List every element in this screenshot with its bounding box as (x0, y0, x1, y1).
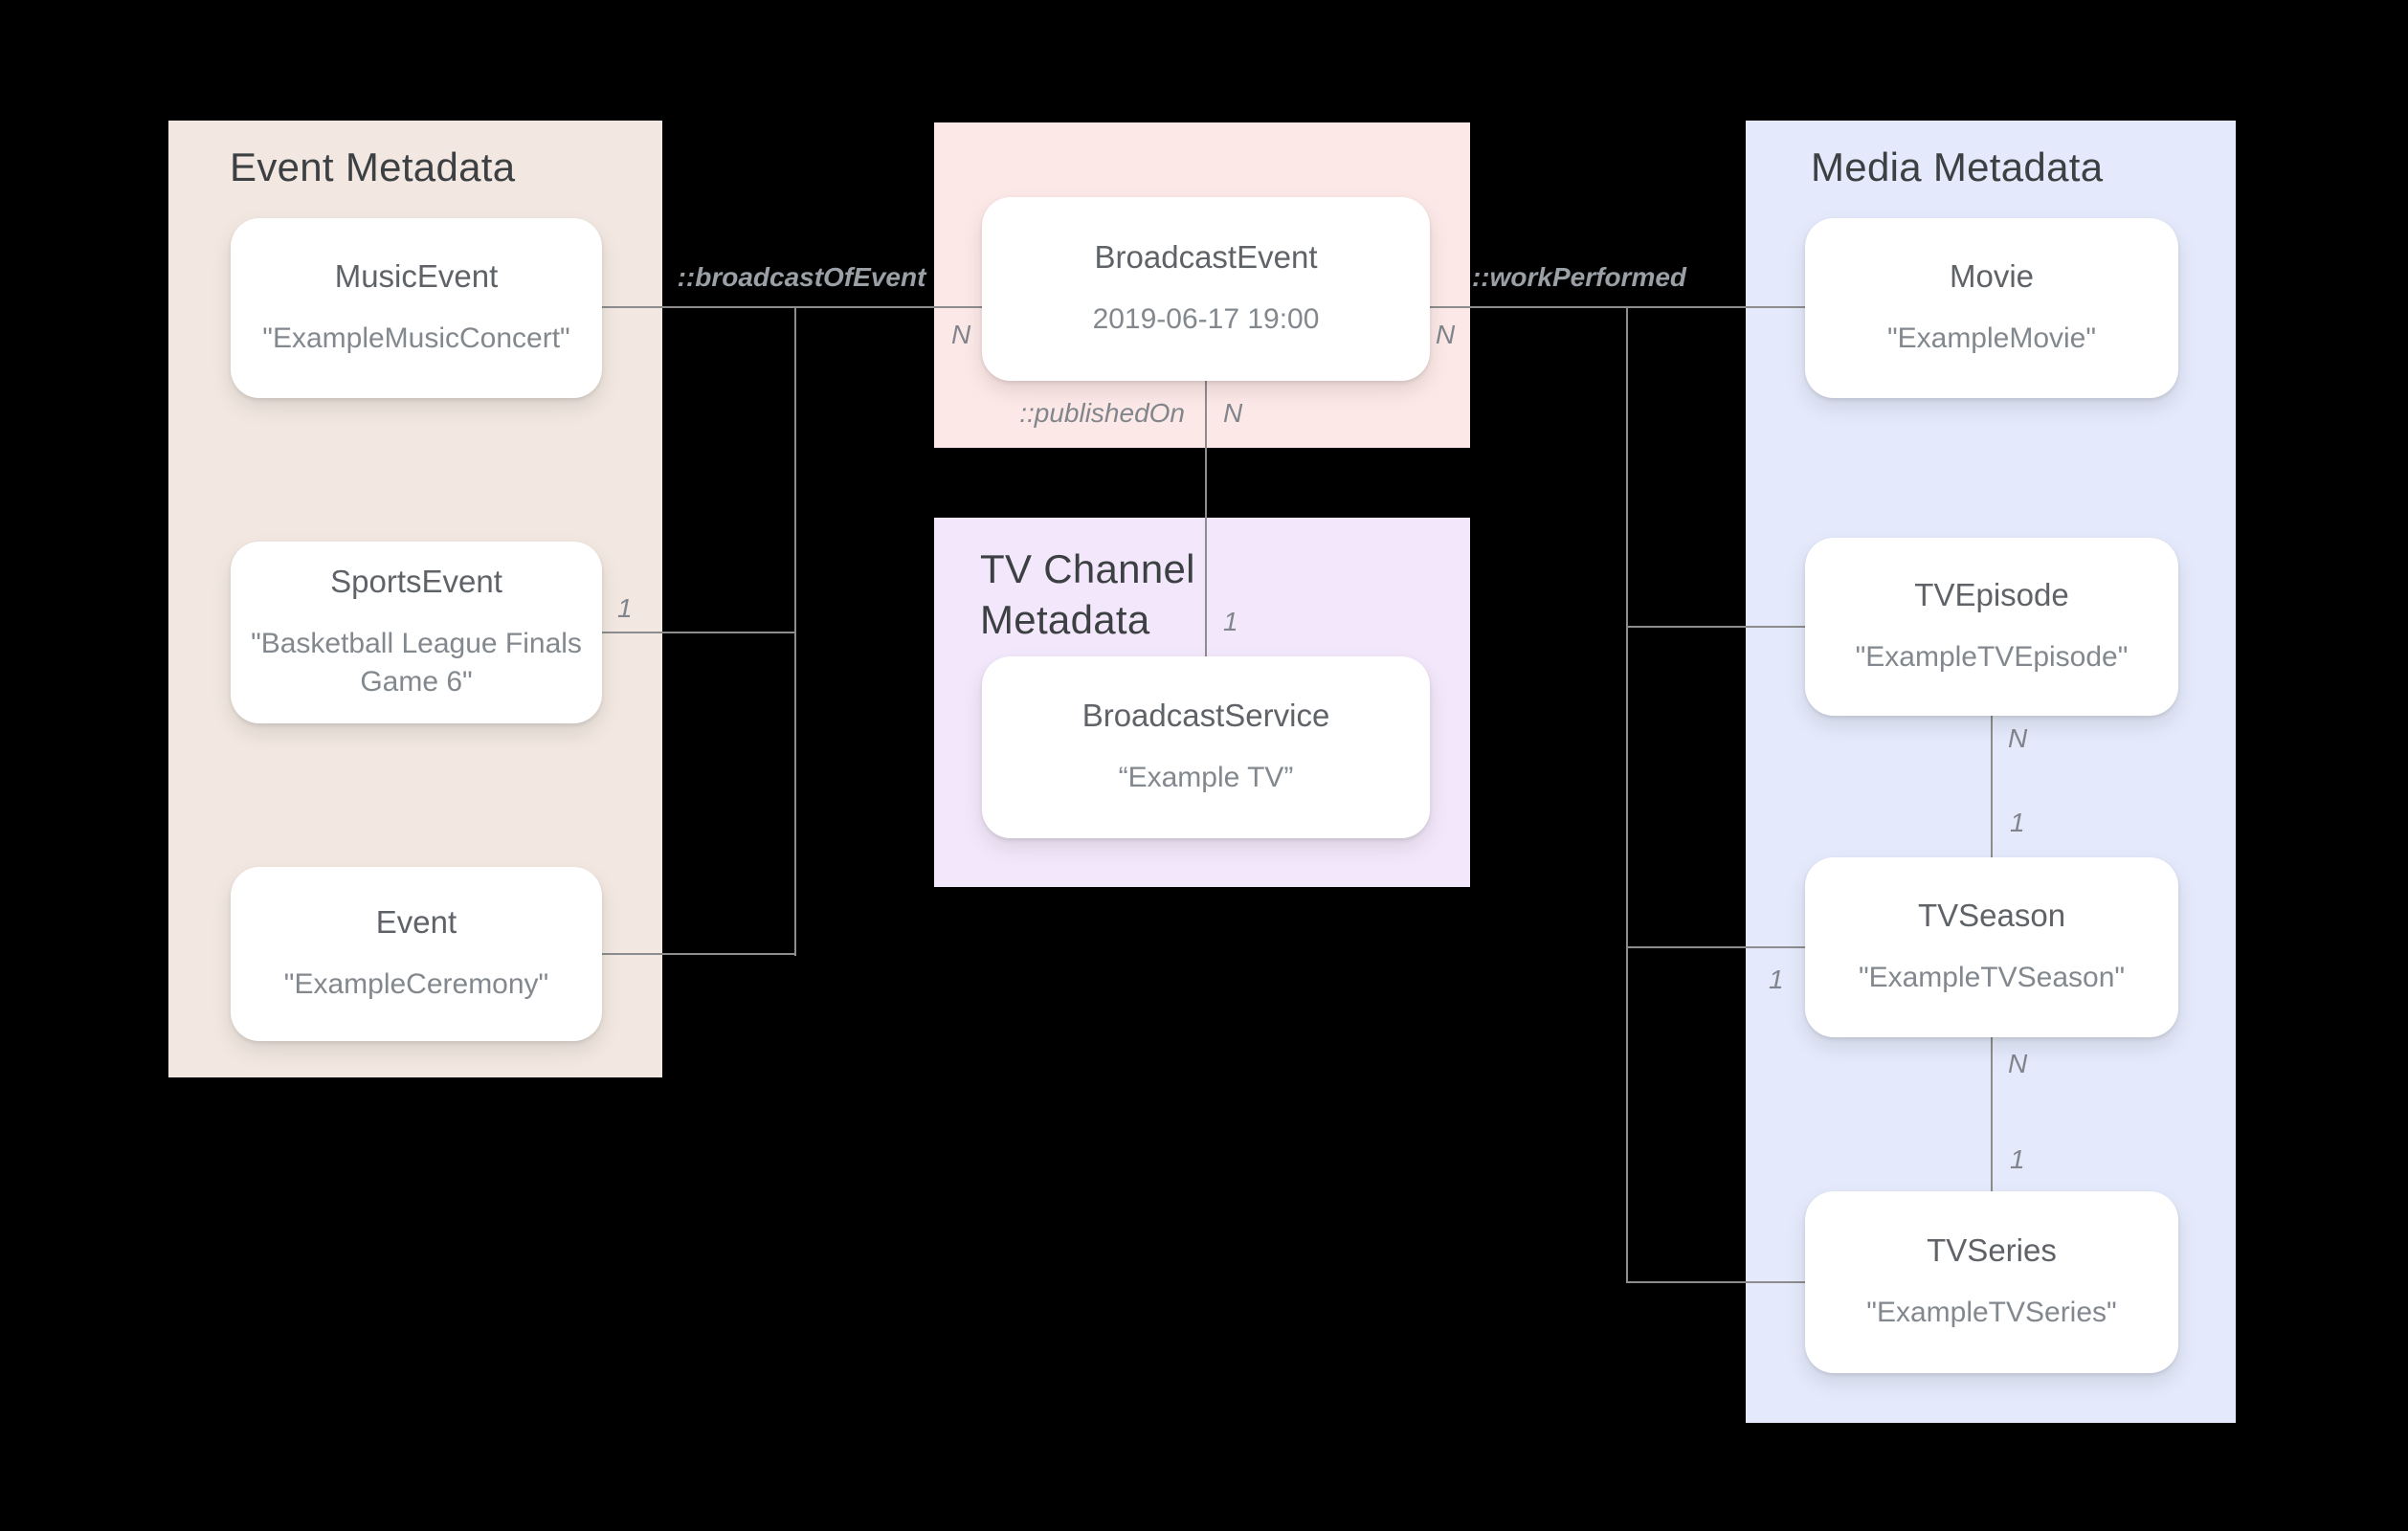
cardinality-n-broadcast-of-event: N (951, 320, 971, 349)
connector-tv-episode (1626, 626, 1805, 628)
edge-label-published-on: ::publishedOn (1019, 398, 1185, 428)
cardinality-1-season-to-series: 1 (2010, 1144, 2025, 1174)
card-value: “Example TV” (1118, 762, 1294, 794)
card-title: SportsEvent (330, 564, 502, 600)
card-title: BroadcastService (1081, 698, 1330, 734)
panel-title-event-metadata: Event Metadata (230, 144, 516, 189)
card-title: BroadcastEvent (1094, 239, 1318, 276)
panel-title-media-metadata: Media Metadata (1811, 144, 2104, 189)
card-event: Event "ExampleCeremony" (231, 867, 602, 1041)
card-title: MusicEvent (334, 258, 499, 295)
connector-event-trunk (794, 306, 796, 956)
cardinality-1-tv-season: 1 (1769, 965, 1784, 994)
card-value: "ExampleTVSeries" (1866, 1297, 2117, 1329)
card-tv-season: TVSeason "ExampleTVSeason" (1805, 857, 2178, 1037)
connector-work-performed (1430, 306, 1805, 308)
panel-title-tv-channel-metadata: TV Channel Metadata (980, 546, 1195, 643)
card-value: "Basketball League Finals Game 6" (251, 627, 582, 699)
card-value: 2019-06-17 19:00 (1092, 303, 1320, 336)
connector-tv-series (1626, 1281, 1805, 1283)
card-tv-episode: TVEpisode "ExampleTVEpisode" (1805, 538, 2178, 716)
card-sports-event: SportsEvent "Basketball League Finals Ga… (231, 542, 602, 723)
edge-label-work-performed: ::workPerformed (1471, 262, 1687, 292)
cardinality-1-broadcast-service: 1 (1223, 607, 1238, 636)
card-value: "ExampleTVSeason" (1858, 962, 2126, 994)
card-broadcast-service: BroadcastService “Example TV” (982, 656, 1430, 838)
cardinality-n-episode-to-season: N (2008, 723, 2028, 753)
card-music-event: MusicEvent "ExampleMusicConcert" (231, 218, 602, 398)
card-value: "ExampleTVEpisode" (1855, 641, 2129, 674)
connector-broadcast-of-event (602, 306, 982, 308)
card-title: TVSeries (1927, 1232, 2057, 1269)
card-movie: Movie "ExampleMovie" (1805, 218, 2178, 398)
connector-season-to-series (1991, 1037, 1993, 1191)
edge-label-broadcast-of-event: ::broadcastOfEvent (677, 262, 926, 292)
card-tv-series: TVSeries "ExampleTVSeries" (1805, 1191, 2178, 1373)
card-title: TVSeason (1917, 898, 2066, 934)
cardinality-n-work-performed: N (1436, 320, 1456, 349)
connector-event (602, 953, 796, 955)
card-value: "ExampleMovie" (1886, 322, 2097, 355)
card-title: Movie (1949, 258, 2035, 295)
cardinality-1-sports-event: 1 (617, 593, 633, 623)
card-value: "ExampleMusicConcert" (262, 322, 570, 355)
cardinality-n-published-on: N (1223, 398, 1243, 428)
connector-sports-event (602, 632, 796, 633)
card-broadcast-event: BroadcastEvent 2019-06-17 19:00 (982, 197, 1430, 381)
connector-published-on (1205, 381, 1207, 656)
connector-episode-to-season (1991, 716, 1993, 857)
card-value: "ExampleCeremony" (283, 968, 549, 1001)
cardinality-n-season-to-series: N (2008, 1049, 2028, 1078)
card-title: TVEpisode (1914, 577, 2069, 613)
cardinality-1-episode-to-season: 1 (2010, 808, 2025, 837)
connector-tv-season (1626, 946, 1805, 948)
card-title: Event (375, 904, 457, 941)
connector-media-trunk (1626, 306, 1628, 1283)
